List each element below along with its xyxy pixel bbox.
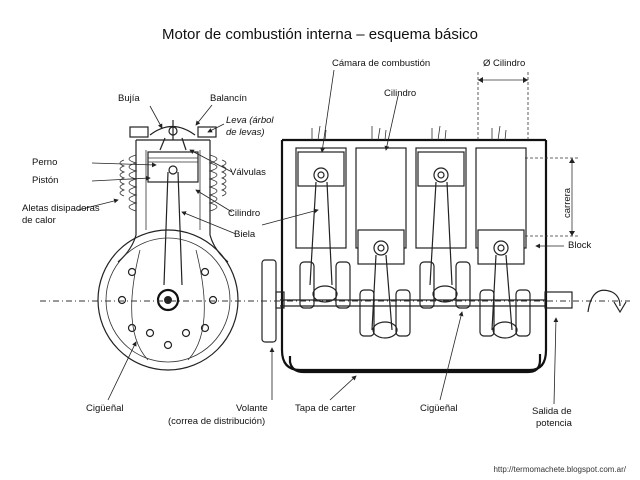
label-tapa-carter: Tapa de carter: [295, 403, 356, 414]
label-camara: Cámara de combustión: [332, 58, 431, 69]
label-perno: Perno: [32, 157, 58, 168]
oil-pan: [288, 354, 542, 374]
diagram-title: Motor de combustión interna – esquema bá…: [161, 26, 478, 43]
label-volante-1: Volante: [236, 403, 268, 414]
label-block: Block: [568, 240, 592, 251]
label-biela: Biela: [234, 229, 256, 240]
pistons: [297, 151, 525, 265]
power-output-shaft: [544, 291, 573, 309]
crankshaft: [299, 261, 531, 339]
spark-plugs: [311, 125, 507, 141]
crank-bolts: [117, 267, 218, 350]
label-salida-2: potencia: [536, 418, 572, 429]
label-bujia: Bujía: [118, 93, 140, 104]
label-ciguenal-right: Cigüeñal: [420, 403, 458, 414]
label-aletas-2: de calor: [22, 215, 56, 226]
piston-pin: [168, 165, 178, 175]
single-cylinder-view: [97, 120, 239, 371]
label-leva-1: Leva (árbol: [226, 115, 274, 126]
label-valvulas: Válvulas: [230, 167, 266, 178]
valve-train: [129, 120, 217, 151]
engine-block: [280, 140, 548, 372]
label-cilindro-left: Cilindro: [228, 208, 261, 219]
source-url: http://termomachete.blogspot.com.ar/: [493, 465, 626, 474]
connecting-rod-left: [163, 171, 183, 286]
cooling-fins-right: [208, 154, 227, 212]
stroke-dimension: [525, 157, 578, 237]
label-aletas-1: Aletas disipadoras: [22, 203, 100, 214]
label-cilindro-top: Cilindro: [384, 88, 417, 99]
curved-arrow-icon: [587, 289, 627, 314]
label-carrera: carrera: [562, 187, 573, 218]
label-piston: Pistón: [32, 175, 59, 186]
label-balancin: Balancín: [210, 93, 247, 104]
label-ciguenal-left: Cigüeñal: [86, 403, 124, 414]
diameter-dimension: [477, 72, 529, 140]
leader-lines: [77, 69, 564, 405]
label-diam-cilindro: Ø Cilindro: [483, 58, 526, 69]
label-volante-2: (correa de distribución): [168, 416, 266, 427]
four-cylinder-view: [261, 125, 573, 374]
crankcase-circle: [97, 229, 239, 371]
label-leva-2: de levas): [226, 127, 265, 138]
piston-left: [147, 151, 199, 183]
cooling-fins-left: [119, 154, 138, 212]
label-salida-1: Salida de: [532, 406, 572, 417]
